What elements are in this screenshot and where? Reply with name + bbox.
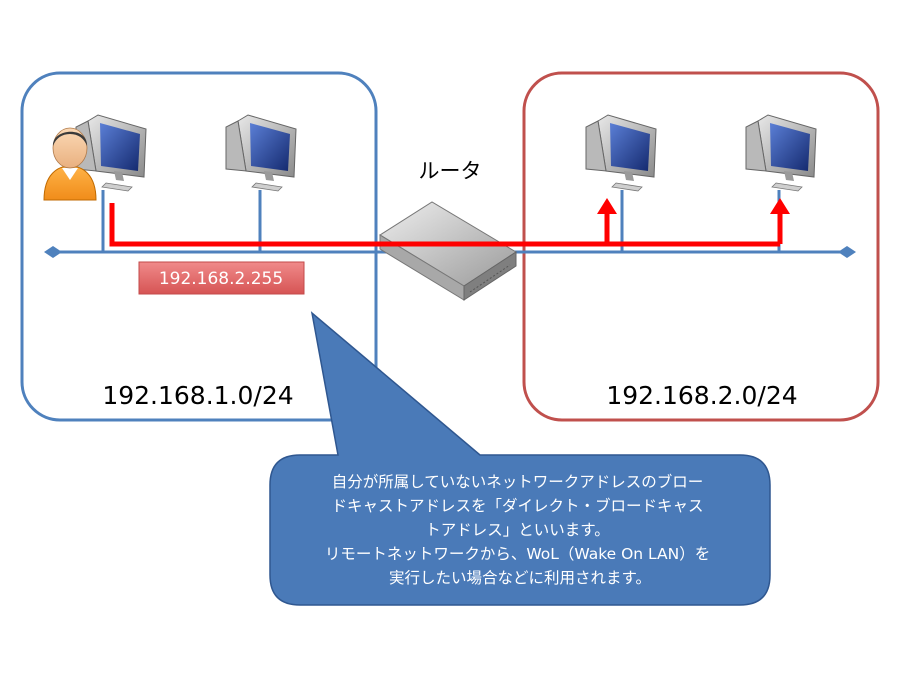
bus-end-left [44,246,62,258]
computer-icon [585,114,657,192]
bus-end-right [838,246,856,258]
broadcast-address-box [138,261,305,295]
broadcast-path [109,198,790,247]
callout: 自分が所属していないネットワークアドレスのブロー ドキャストアドレスを「ダイレク… [269,311,771,606]
router-label: ルータ [419,159,482,183]
left-network-label: 192.168.1.0/24 [102,381,293,410]
callout-line: 実行したい場合などに利用されます。 [389,569,651,587]
computer-icon [225,114,297,192]
broadcast-address-label: 192.168.2.255 [159,269,283,289]
router-icon [379,201,517,301]
callout-line: リモートネットワークから、WoL（Wake On LAN）を [325,545,710,563]
callout-line: 自分が所属していないネットワークアドレスのブロー [332,472,704,491]
user-icon [43,127,97,201]
callout-line: ドキャストアドレスを「ダイレクト・ブロードキャス [332,496,704,515]
callout-text: 自分が所属していないネットワークアドレスのブロー ドキャストアドレスを「ダイレク… [325,472,715,587]
right-network-label: 192.168.2.0/24 [606,381,797,410]
computer-icon [745,114,817,192]
callout-line: トアドレス」といいます。 [425,521,609,539]
